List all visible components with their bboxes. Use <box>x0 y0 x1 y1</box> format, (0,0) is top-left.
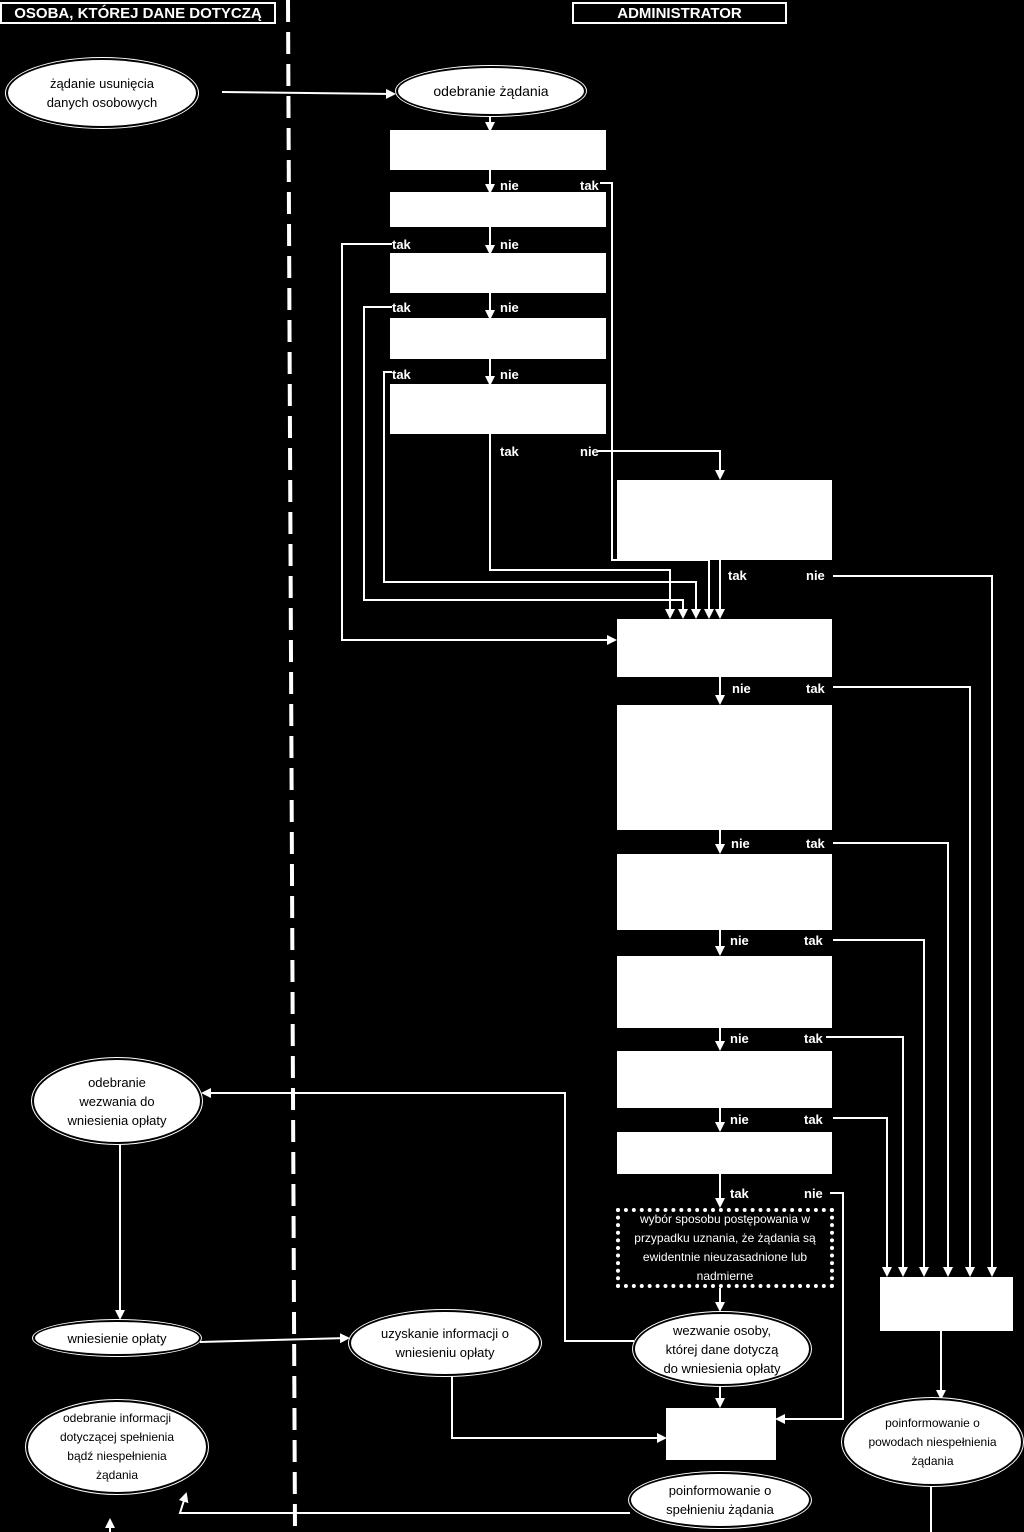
label-no: nie <box>732 681 751 696</box>
label-yes: tak <box>804 1112 823 1127</box>
decision-box-9 <box>617 854 832 930</box>
label-yes: tak <box>806 836 825 851</box>
decision-box-6 <box>617 480 832 560</box>
outcome-box-refusal <box>880 1277 1013 1331</box>
decision-box-2 <box>390 192 606 227</box>
decision-box-1 <box>390 130 606 170</box>
label-no: nie <box>580 444 599 459</box>
label-no: nie <box>730 1031 749 1046</box>
node-receive-info: odebranie informacji dotyczącej spełnien… <box>26 1400 208 1494</box>
node-info-fee-paid: uzyskanie informacji o wniesieniu opłaty <box>349 1310 541 1376</box>
label-yes: tak <box>500 444 519 459</box>
label-no: nie <box>730 933 749 948</box>
node-inform-reasons: poinformowanie o powodach niespełnienia … <box>842 1398 1023 1486</box>
label-yes: tak <box>580 178 599 193</box>
node-deletion-request: żądanie usunięcia danych osobowych <box>6 58 198 128</box>
decision-box-5 <box>390 384 606 434</box>
node-inform-fulfilled: poinformowanie o spełnieniu żądania <box>629 1472 811 1528</box>
label-yes: tak <box>392 300 411 315</box>
label-yes: tak <box>804 1031 823 1046</box>
label-yes: tak <box>392 367 411 382</box>
label-yes: tak <box>806 681 825 696</box>
label-yes: tak <box>730 1186 749 1201</box>
label-no: nie <box>500 178 519 193</box>
node-choose-procedure: wybór sposobu postępowania w przypadku u… <box>616 1208 834 1288</box>
label-no: nie <box>500 367 519 382</box>
decision-box-7 <box>617 619 832 677</box>
decision-box-8 <box>617 705 832 830</box>
lane-header-data-subject: OSOBA, KTÓREJ DANE DOTYCZĄ <box>0 2 276 24</box>
label-no: nie <box>804 1186 823 1201</box>
decision-box-3 <box>390 253 606 293</box>
node-receive-request: odebranie żądania <box>396 66 586 116</box>
label-no: nie <box>806 568 825 583</box>
label-no: nie <box>500 300 519 315</box>
connector-lines <box>105 88 997 1532</box>
label-yes: tak <box>804 933 823 948</box>
decision-box-11 <box>617 1051 832 1108</box>
node-receive-fee-call: odebranie wezwania do wniesienia opłaty <box>32 1058 202 1144</box>
outcome-box-fulfil <box>666 1408 776 1460</box>
decision-box-10 <box>617 956 832 1028</box>
swimlane-divider <box>286 0 297 1532</box>
decision-box-4 <box>390 318 606 359</box>
node-fee-paid: wniesienie opłaty <box>33 1320 201 1356</box>
node-call-to-pay: wezwanie osoby, której dane dotyczą do w… <box>633 1312 811 1386</box>
label-yes: tak <box>728 568 747 583</box>
decision-box-12 <box>617 1132 832 1174</box>
lane-header-administrator: ADMINISTRATOR <box>572 2 787 24</box>
label-yes: tak <box>392 237 411 252</box>
label-no: nie <box>500 237 519 252</box>
label-no: nie <box>730 1112 749 1127</box>
label-no: nie <box>731 836 750 851</box>
